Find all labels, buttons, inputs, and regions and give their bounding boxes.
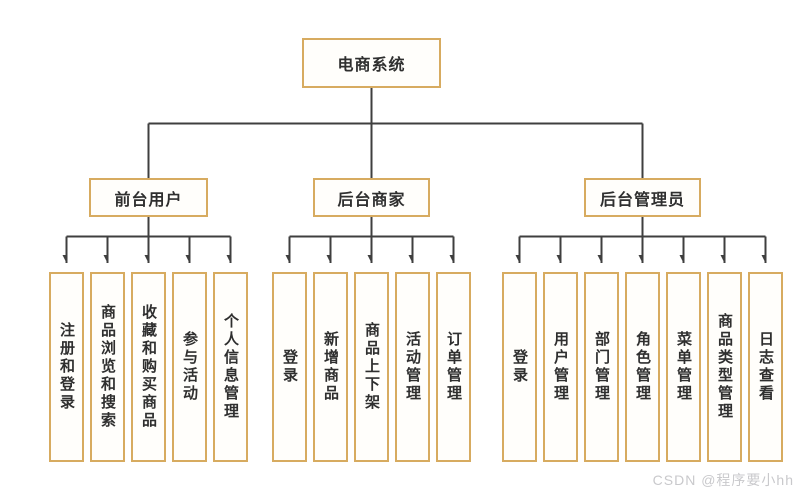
leaf-node: 登录 <box>502 272 537 462</box>
leaf-node: 参与活动 <box>172 272 207 462</box>
branch-node-back-merchant: 后台商家 <box>313 178 430 217</box>
leaf-node: 注册和登录 <box>49 272 84 462</box>
watermark: CSDN @程序要小hh <box>652 472 794 488</box>
leaf-node: 商品类型管理 <box>707 272 742 462</box>
leaf-node: 角色管理 <box>625 272 660 462</box>
leaf-node: 日志查看 <box>748 272 783 462</box>
leaf-node: 用户管理 <box>543 272 578 462</box>
branch-node-back-admin: 后台管理员 <box>584 178 701 217</box>
leaf-node: 收藏和购买商品 <box>131 272 166 462</box>
root-node: 电商系统 <box>302 38 441 88</box>
leaf-node: 菜单管理 <box>666 272 701 462</box>
branch-node-front-user: 前台用户 <box>89 178 208 217</box>
leaf-node: 商品浏览和搜索 <box>90 272 125 462</box>
leaf-node: 商品上下架 <box>354 272 389 462</box>
leaf-node: 活动管理 <box>395 272 430 462</box>
leaf-node: 订单管理 <box>436 272 471 462</box>
leaf-node: 个人信息管理 <box>213 272 248 462</box>
leaf-node: 部门管理 <box>584 272 619 462</box>
leaf-node: 新增商品 <box>313 272 348 462</box>
leaf-node: 登录 <box>272 272 307 462</box>
